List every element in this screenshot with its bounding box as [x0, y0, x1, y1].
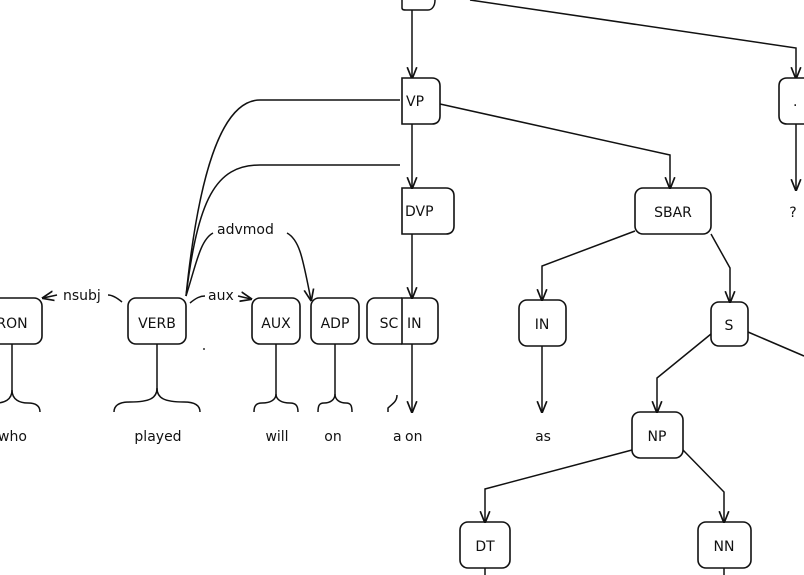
- node-vp: VP: [401, 77, 441, 125]
- node-dt: DT: [459, 521, 511, 569]
- bracket-sconj: [387, 394, 398, 412]
- word-who: who: [0, 429, 27, 445]
- word-played: played: [134, 429, 181, 445]
- node-in-as: IN: [518, 299, 567, 347]
- bracket-adp: [317, 344, 353, 413]
- svg-text:VP: VP: [406, 94, 424, 110]
- svg-text:ADP: ADP: [321, 316, 350, 332]
- svg-text:IN: IN: [535, 317, 550, 333]
- word-on-left: on: [324, 429, 341, 445]
- svg-text:IN: IN: [407, 316, 422, 332]
- word-on-right: on: [405, 429, 422, 445]
- node-verb: VERB: [127, 297, 187, 345]
- svg-text:NP: NP: [648, 429, 667, 445]
- svg-text:VERB: VERB: [138, 316, 176, 332]
- arc-advmod: advmod: [185, 222, 311, 300]
- bracket-pron: [0, 344, 41, 413]
- node-in-on: IN: [401, 297, 439, 345]
- svg-text:S: S: [725, 318, 734, 334]
- node-s: S: [710, 301, 749, 347]
- svg-text:advmod: advmod: [217, 222, 274, 238]
- word-as: as: [535, 429, 551, 445]
- arc-nsubj: nsubj: [43, 288, 123, 304]
- svg-text:SBAR: SBAR: [654, 205, 692, 221]
- constituency-panel: VP . DVP SBAR IN IN S NP: [401, 0, 804, 575]
- svg-text:NN: NN: [714, 539, 735, 555]
- node-adp: ADP: [310, 297, 360, 345]
- dependency-panel: RON VERB AUX ADP SC nsubj aux: [0, 99, 410, 445]
- svg-text:RON: RON: [0, 316, 28, 332]
- svg-text:AUX: AUX: [261, 316, 291, 332]
- word-a: a: [393, 429, 402, 445]
- bracket-verb: [113, 344, 201, 413]
- node-sbar: SBAR: [634, 187, 712, 235]
- svg-text:SC: SC: [380, 316, 399, 332]
- stray-dot: [203, 348, 205, 350]
- svg-text:aux: aux: [208, 288, 234, 304]
- arc-to-vp: [185, 99, 400, 297]
- svg-text:DT: DT: [475, 539, 495, 555]
- svg-text:nsubj: nsubj: [63, 288, 101, 304]
- arc-to-advp: [185, 164, 400, 297]
- node-pron: RON: [0, 297, 43, 345]
- svg-text:.: .: [793, 94, 797, 110]
- arc-aux: aux: [189, 288, 251, 304]
- node-nn: NN: [697, 521, 752, 569]
- bracket-aux: [253, 344, 299, 413]
- word-will: will: [265, 429, 288, 445]
- node-np: NP: [631, 411, 684, 459]
- svg-text:DVP: DVP: [405, 204, 434, 220]
- word-question: ?: [789, 205, 796, 221]
- node-aux: AUX: [251, 297, 301, 345]
- node-advp: DVP: [401, 187, 455, 235]
- node-period: .: [778, 77, 804, 125]
